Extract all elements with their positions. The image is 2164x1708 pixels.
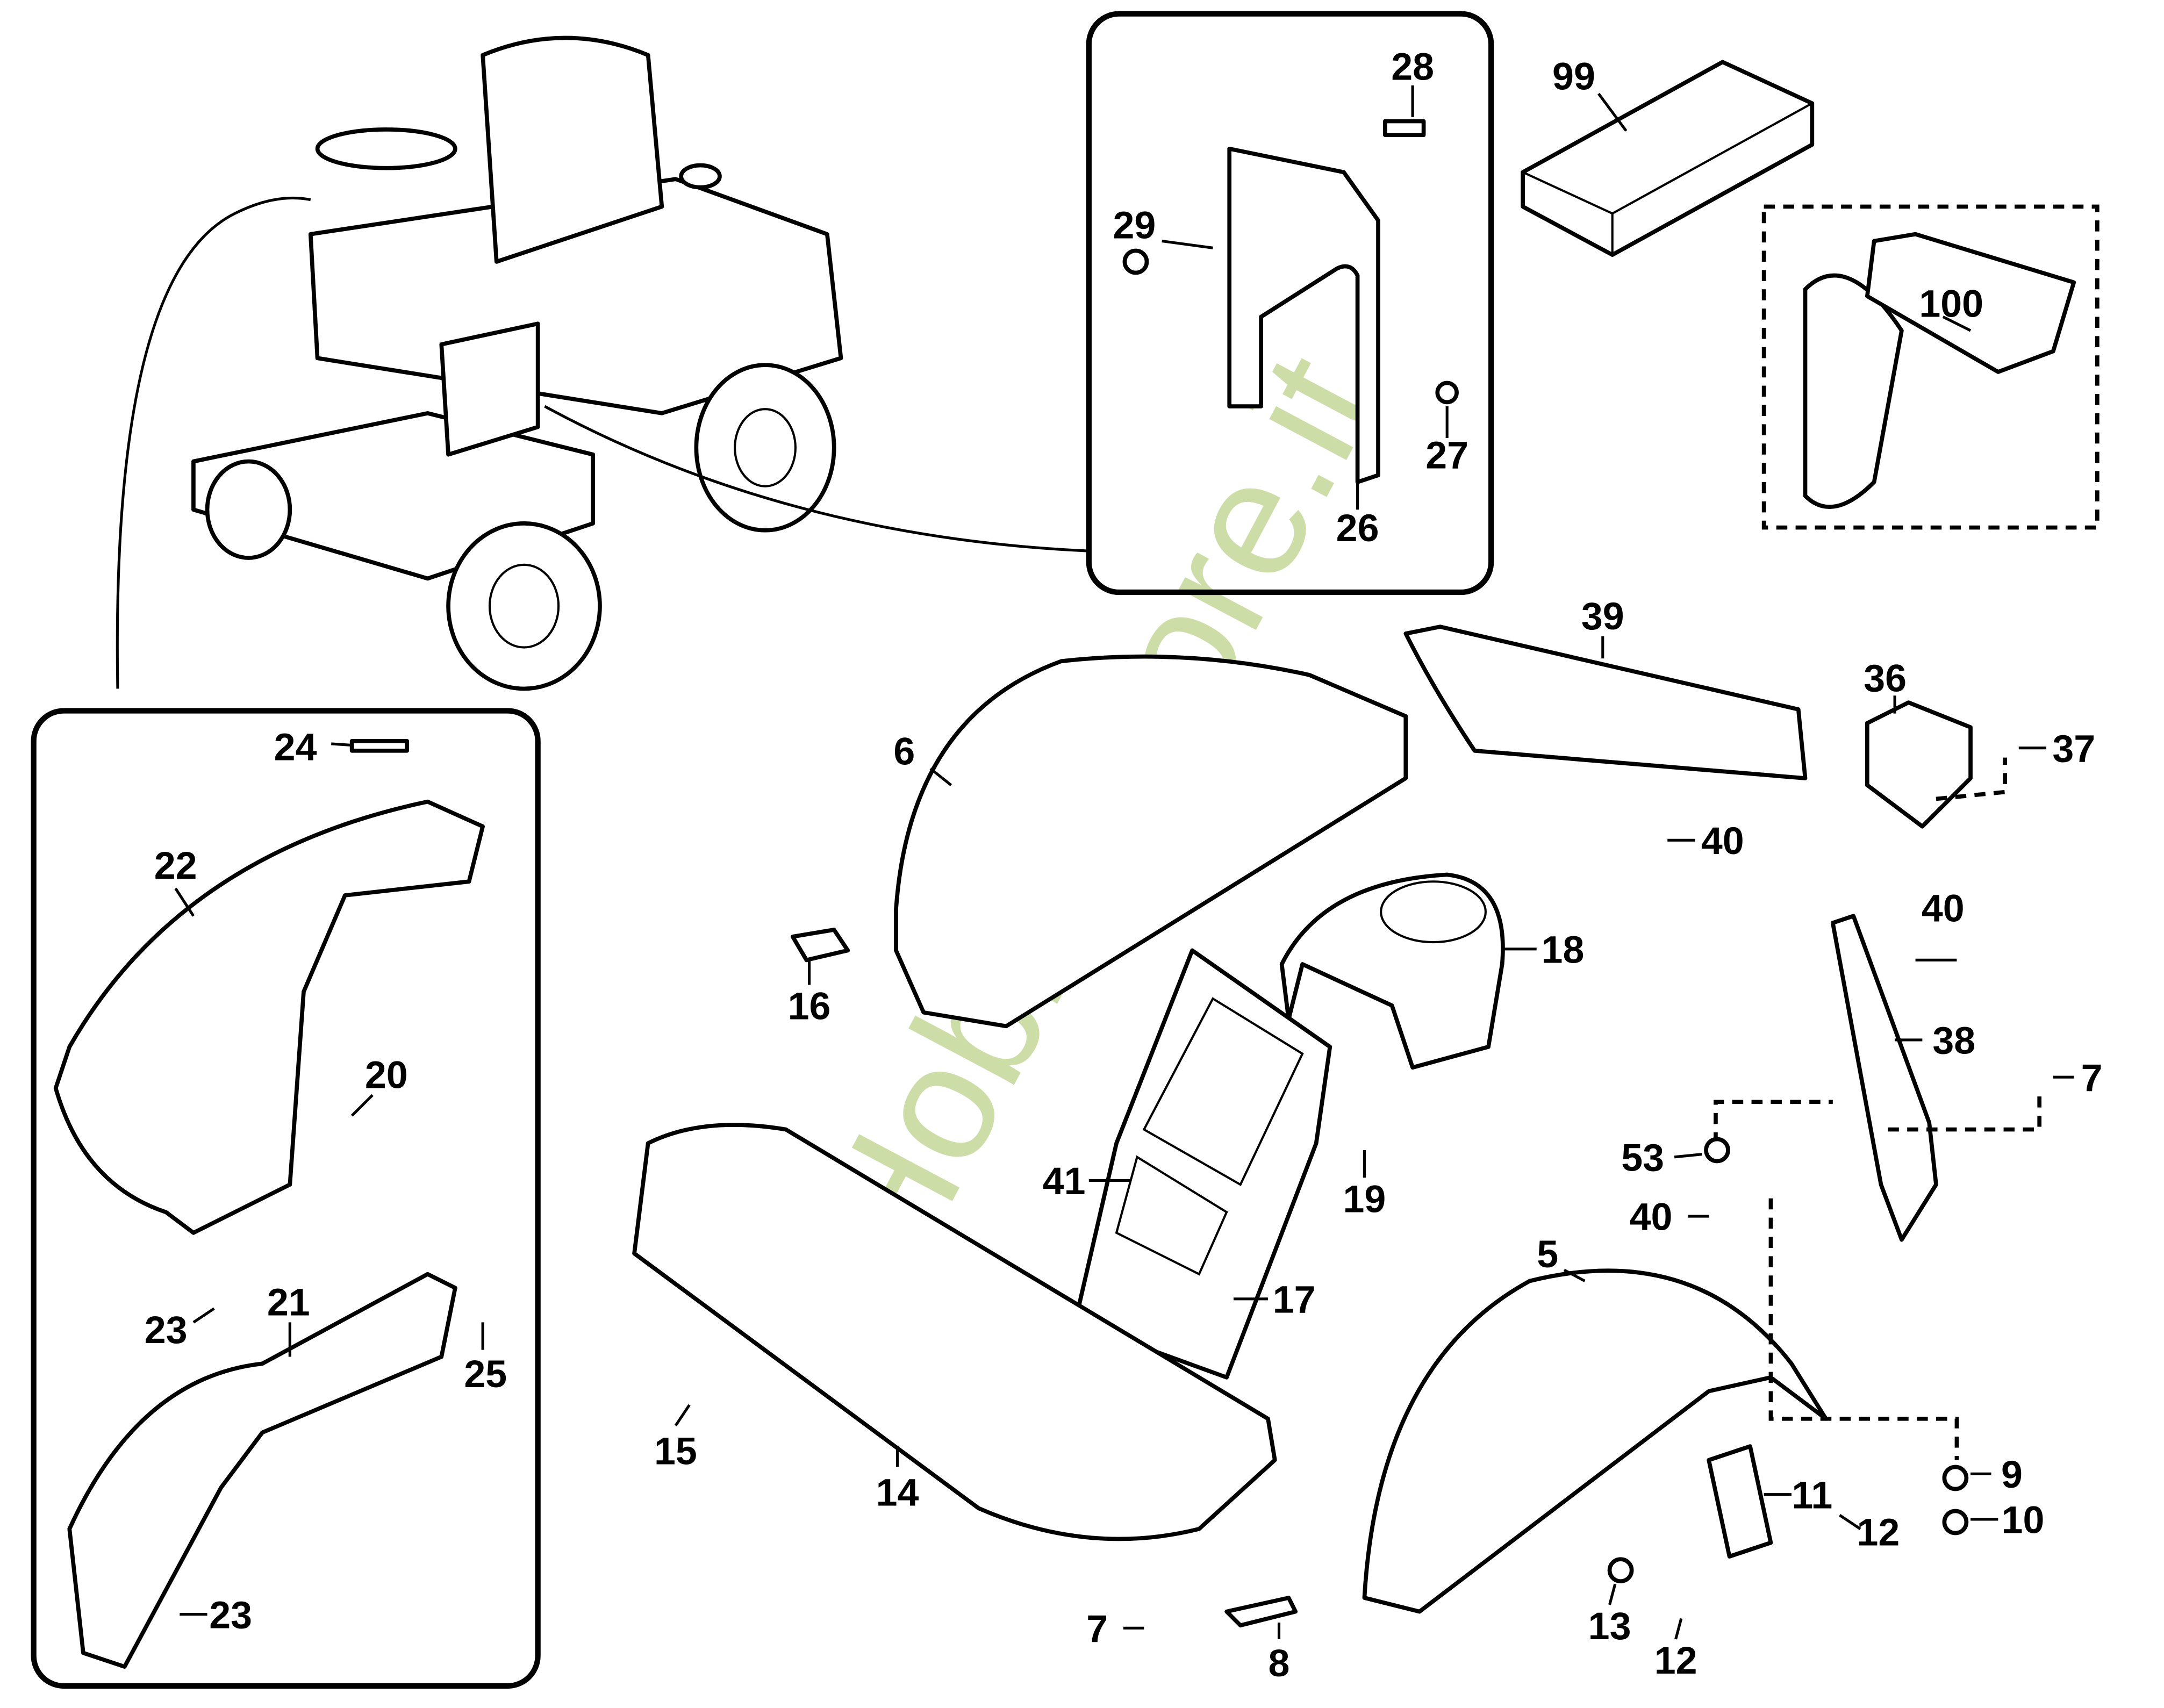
label-27: 27 (1425, 434, 1468, 477)
label-23: 23 (145, 1309, 188, 1352)
label-15: 15 (654, 1430, 697, 1473)
label-100: 100 (1919, 282, 1983, 325)
label-23: 23 (209, 1594, 252, 1637)
tractor-illustration (191, 35, 843, 691)
washer-13 (1607, 1557, 1634, 1584)
label-12: 12 (1857, 1511, 1900, 1554)
label-14: 14 (876, 1471, 919, 1514)
part-22-panel (53, 799, 485, 1235)
nut-10 (1942, 1509, 1969, 1535)
label-41: 41 (1043, 1160, 1086, 1203)
label-10: 10 (2002, 1499, 2045, 1542)
label-6: 6 (893, 730, 915, 773)
washer-9 (1942, 1465, 1969, 1491)
part-36-bracket (1865, 700, 1973, 829)
leader-lines (174, 85, 2074, 1640)
label-38: 38 (1932, 1020, 1975, 1063)
label-18: 18 (1542, 928, 1585, 971)
arrow-connector (544, 405, 1089, 552)
label-19: 19 (1343, 1178, 1386, 1221)
label-7: 7 (2081, 1057, 2103, 1100)
nut-29 (1122, 248, 1149, 275)
label-36: 36 (1864, 657, 1907, 700)
label-9: 9 (2001, 1453, 2023, 1496)
part-5-fender (1362, 1268, 1828, 1614)
clip-8 (1224, 1596, 1298, 1628)
label-53: 53 (1621, 1136, 1664, 1179)
label-22: 22 (154, 844, 197, 887)
part-labels: 28 29 27 26 99 100 24 22 20 23 21 25 23 … (145, 46, 2103, 1685)
part-38-bracket (1830, 914, 1938, 1242)
label-40: 40 (1922, 887, 1965, 930)
inset-box-side-panels (31, 708, 541, 1689)
label-12: 12 (1654, 1639, 1697, 1682)
label-20: 20 (365, 1054, 408, 1097)
inset-box-100 (1761, 204, 2099, 530)
bracket-11 (1707, 1444, 1773, 1559)
screw-27 (1435, 381, 1459, 405)
label-17: 17 (1273, 1278, 1316, 1321)
inset-box-bracket (1086, 11, 1494, 595)
label-99: 99 (1552, 55, 1595, 98)
label-28: 28 (1391, 46, 1434, 89)
label-40: 40 (1701, 820, 1744, 863)
label-29: 29 (1113, 204, 1156, 247)
part-14-bumper (632, 1123, 1277, 1541)
arrow-connector (116, 196, 311, 689)
part-6-fender (894, 654, 1408, 1029)
washer-53 (1704, 1137, 1730, 1164)
label-16: 16 (788, 985, 831, 1028)
part-39-tray (1403, 625, 1808, 780)
label-7: 7 (1086, 1607, 1108, 1650)
label-21: 21 (267, 1281, 310, 1324)
part-21-panel (67, 1272, 457, 1669)
label-11: 11 (1792, 1474, 1832, 1517)
bolt-28 (1382, 119, 1426, 138)
part-26-bracket (1227, 146, 1380, 484)
clip-16 (790, 928, 850, 963)
label-25: 25 (464, 1353, 507, 1396)
part-18-cover (1279, 872, 1505, 1070)
label-37: 37 (2052, 727, 2095, 770)
label-24: 24 (274, 726, 317, 769)
label-13: 13 (1588, 1605, 1631, 1648)
label-8: 8 (1269, 1642, 1290, 1685)
label-40: 40 (1630, 1196, 1673, 1239)
label-26: 26 (1336, 507, 1379, 550)
label-39: 39 (1581, 595, 1624, 638)
label-5: 5 (1537, 1233, 1558, 1276)
